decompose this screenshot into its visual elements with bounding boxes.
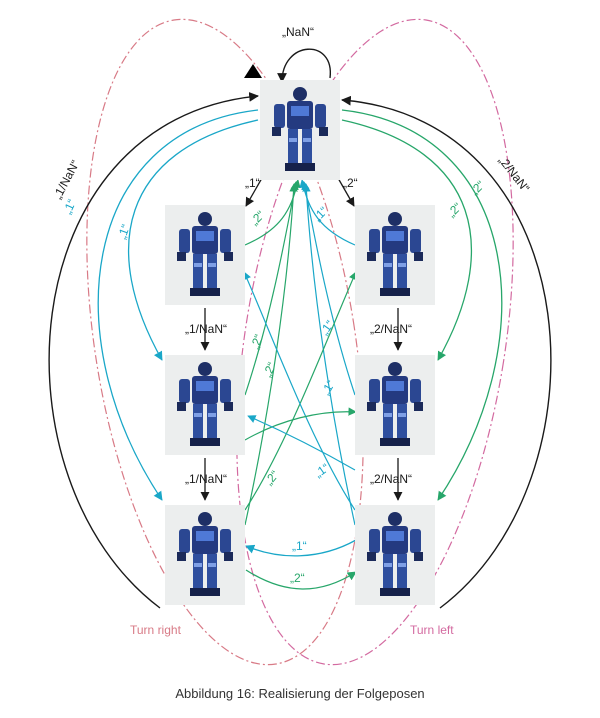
label-right-2-3: „2/NaN“ bbox=[370, 472, 412, 486]
cross-green-from-left2 bbox=[244, 181, 299, 396]
diag-green-left3-to-right1 bbox=[244, 271, 357, 511]
turn-left-label: Turn left bbox=[410, 623, 454, 637]
label-cyan-left-b: „1“ bbox=[115, 222, 133, 241]
label-cross-cyan-3: „1“ bbox=[318, 378, 337, 398]
label-left-1-2: „1/NaN“ bbox=[185, 322, 227, 336]
label-bottom-green: „2“ bbox=[290, 571, 305, 585]
cross-green-from-left3 bbox=[244, 183, 298, 526]
self-loop-arc bbox=[277, 48, 331, 83]
cyan-arc-left-inner bbox=[127, 119, 259, 361]
label-cross-cyan-1: „1“ bbox=[310, 204, 330, 224]
top-to-right-arrow bbox=[337, 177, 355, 207]
label-cross-green-1: „2“ bbox=[247, 208, 267, 228]
label-left-2-3: „1/NaN“ bbox=[185, 472, 227, 486]
label-green-right-b: „2“ bbox=[444, 200, 464, 220]
label-self-loop: „NaN“ bbox=[282, 25, 314, 39]
outer-right-arc bbox=[341, 95, 552, 609]
label-cross-green-3: „2“ bbox=[260, 360, 279, 379]
turn-left-ellipse bbox=[236, 18, 514, 666]
bottom-green-arc bbox=[245, 569, 357, 590]
cross-cyan-from-right2 bbox=[301, 181, 356, 396]
label-outer-left: „1/NaN“ bbox=[50, 158, 82, 202]
outer-left-arc bbox=[48, 91, 259, 609]
bottom-cyan-arc bbox=[245, 539, 357, 557]
green-arc-right-outer bbox=[341, 109, 503, 501]
pose-left-2-image bbox=[165, 355, 245, 455]
label-top-to-left: „1“ bbox=[245, 176, 260, 190]
pose-right-1-image bbox=[355, 205, 435, 305]
label-top-to-right: „2“ bbox=[343, 176, 358, 190]
pose-right-2-image bbox=[355, 355, 435, 455]
pose-left-1-image bbox=[165, 205, 245, 305]
figure-caption: Abbildung 16: Realisierung der Folgepose… bbox=[175, 686, 425, 701]
label-cross-green-4: „2“ bbox=[262, 468, 282, 488]
pose-left-3-image bbox=[165, 505, 245, 605]
label-green-right-a: „2“ bbox=[467, 178, 487, 198]
top-to-left-arrow bbox=[245, 177, 263, 207]
cyan-arc-left-outer bbox=[97, 109, 259, 501]
label-cross-green-2: „2“ bbox=[248, 332, 266, 351]
pose-right-3-image bbox=[355, 505, 435, 605]
label-cross-cyan-2: „1“ bbox=[317, 318, 337, 338]
turn-right-label: Turn right bbox=[130, 623, 182, 637]
turn-right-ellipse bbox=[86, 18, 364, 666]
label-bottom-cyan: „1“ bbox=[292, 539, 307, 553]
label-cross-cyan-4: „1“ bbox=[312, 461, 332, 481]
diag-green-left2-to-right2 bbox=[244, 407, 357, 441]
cross-cyan-from-right3 bbox=[302, 183, 356, 526]
pose-top-image bbox=[260, 80, 340, 180]
start-triangle-marker bbox=[244, 64, 262, 78]
diag-cyan-right2-to-left2 bbox=[247, 415, 356, 471]
label-cyan-left-a: „1“ bbox=[60, 197, 79, 216]
green-arc-right-inner bbox=[341, 119, 473, 361]
label-right-1-2: „2/NaN“ bbox=[370, 322, 412, 336]
diag-cyan-right3-to-left1 bbox=[243, 271, 356, 511]
